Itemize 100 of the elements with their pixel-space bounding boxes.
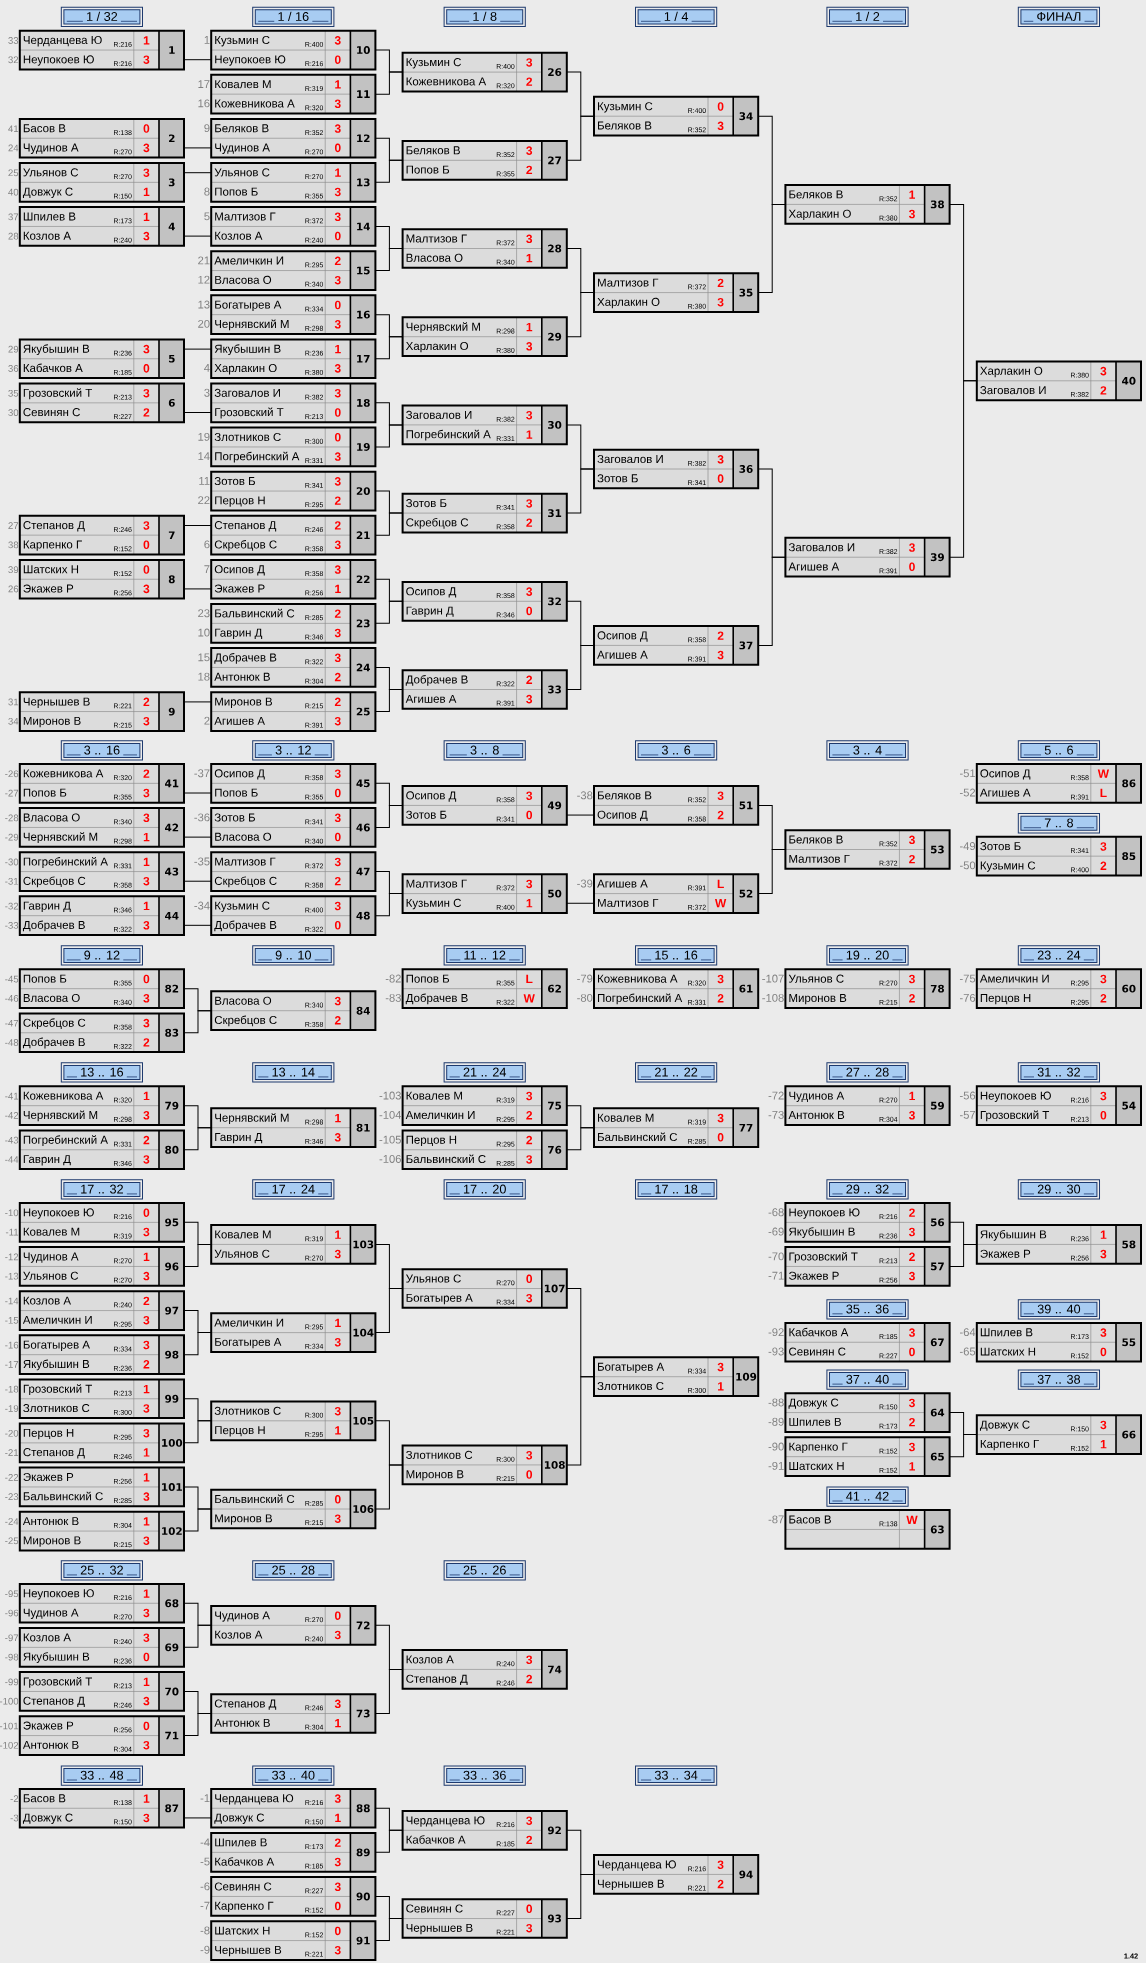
player-name: Козлов А [406, 1655, 454, 1664]
player-name: Миронов В [23, 1536, 81, 1547]
match-number: 45 [356, 779, 370, 788]
bracket-line [183, 792, 212, 794]
entry-number: 5 [204, 212, 210, 221]
match-number: 95 [165, 1218, 179, 1227]
score: 3 [334, 996, 341, 1006]
entry-number: -75 [959, 974, 976, 983]
match-number: 29 [548, 332, 562, 341]
player-name: Харлакин О [980, 366, 1043, 378]
player-name: Харлакин О [597, 297, 660, 309]
score: W [714, 899, 727, 908]
bracket-line [183, 1420, 212, 1444]
player-name: Осипов Д [214, 565, 265, 576]
player-name: Беляков В [215, 124, 269, 133]
score: 0 [334, 433, 341, 442]
score: 1 [909, 1091, 915, 1101]
match-number: 70 [165, 1687, 179, 1696]
match-number: 99 [165, 1394, 179, 1403]
match-number: 50 [548, 889, 562, 898]
entry-number: -13 [5, 1272, 19, 1280]
player-name: Амеличкин И [214, 256, 284, 265]
player-name: Погребинский А [598, 993, 683, 1005]
player-name: Перцов Н [23, 1428, 74, 1440]
score: 3 [717, 455, 724, 464]
score: 2 [909, 1417, 915, 1427]
score: 3 [143, 521, 150, 530]
score: 1 [526, 899, 533, 908]
player-name: Чернявский М [215, 319, 289, 331]
player-name: Неупокоев Ю [789, 1208, 860, 1219]
score: 3 [526, 879, 533, 889]
entry-number: -5 [200, 1857, 210, 1866]
entry-number: -99 [5, 1678, 19, 1686]
score: 3 [143, 994, 150, 1003]
player-name: Беляков В [406, 146, 460, 155]
entry-number: 41 [8, 125, 19, 132]
match-number: 69 [165, 1643, 179, 1652]
score: 2 [143, 1135, 150, 1145]
player-name: Заговалов И [788, 543, 855, 552]
score: 2 [526, 77, 533, 86]
score: 3 [334, 1406, 341, 1416]
score: 3 [334, 857, 341, 867]
player-name: Шпилев В [980, 1328, 1033, 1337]
entry-number: -82 [385, 974, 401, 983]
entry-number: 10 [198, 628, 210, 637]
score: 3 [717, 297, 724, 307]
player-name: Погребинский А [406, 429, 491, 441]
score: 3 [908, 1271, 915, 1281]
match-number: 67 [930, 1338, 944, 1347]
entry-number: 30 [8, 409, 19, 416]
score: 0 [334, 55, 341, 64]
entry-number: 13 [198, 300, 210, 309]
player-name: Козлов А [215, 231, 263, 240]
entry-number: 36 [8, 365, 19, 372]
match-number: 15 [357, 266, 370, 275]
match-number: 104 [353, 1328, 374, 1337]
player-name: Кожевникова А [406, 77, 487, 86]
player-name: Злотников С [214, 432, 281, 441]
entry-number: 11 [199, 477, 210, 485]
entry-number: -8 [200, 1926, 210, 1935]
score: 0 [717, 102, 724, 111]
round-header: 19 .. 20 [826, 945, 909, 966]
match-number: 59 [930, 1101, 944, 1110]
score: 2 [143, 1360, 150, 1369]
bracket-line [183, 588, 212, 590]
score: 0 [143, 124, 150, 133]
bracket-line [183, 1010, 212, 1034]
player-name: Попов Б [215, 187, 258, 196]
entry-number: -43 [5, 1136, 19, 1144]
score: 2 [526, 165, 533, 175]
player-name: Чудинов А [789, 1091, 845, 1102]
entry-number: -26 [5, 770, 19, 778]
entry-number: -71 [768, 1271, 784, 1280]
player-name: Власова О [23, 813, 80, 822]
entry-number: -17 [5, 1361, 19, 1368]
score: 2 [334, 496, 341, 505]
match-number: 6 [168, 398, 175, 407]
score: 1 [143, 187, 150, 197]
player-name: Бальвинский С [598, 1132, 678, 1142]
player-name: Малтизов Г [598, 899, 659, 907]
score: 1 [335, 1113, 341, 1123]
player-name: Миронов В [215, 697, 272, 708]
player-name: Бальвинский С [23, 1491, 103, 1501]
player-name: Власова О [215, 996, 272, 1005]
player-name: Кузьмин С [406, 58, 461, 69]
score: 1 [909, 190, 915, 199]
score: 2 [526, 675, 533, 684]
match-number: 87 [165, 1804, 179, 1813]
score: 3 [334, 124, 341, 133]
round-header: 13 .. 16 [60, 1062, 143, 1083]
player-name: Злотников С [23, 1404, 90, 1413]
bracket-line [566, 115, 595, 161]
match-number: 61 [739, 984, 753, 993]
entry-number: -27 [5, 789, 19, 797]
entry-number: -23 [5, 1493, 19, 1501]
bracket-line [374, 1464, 404, 1510]
bracket-line [183, 1624, 212, 1648]
bracket-line [183, 701, 212, 703]
score: 2 [526, 1135, 533, 1145]
match-number: 31 [548, 509, 562, 518]
